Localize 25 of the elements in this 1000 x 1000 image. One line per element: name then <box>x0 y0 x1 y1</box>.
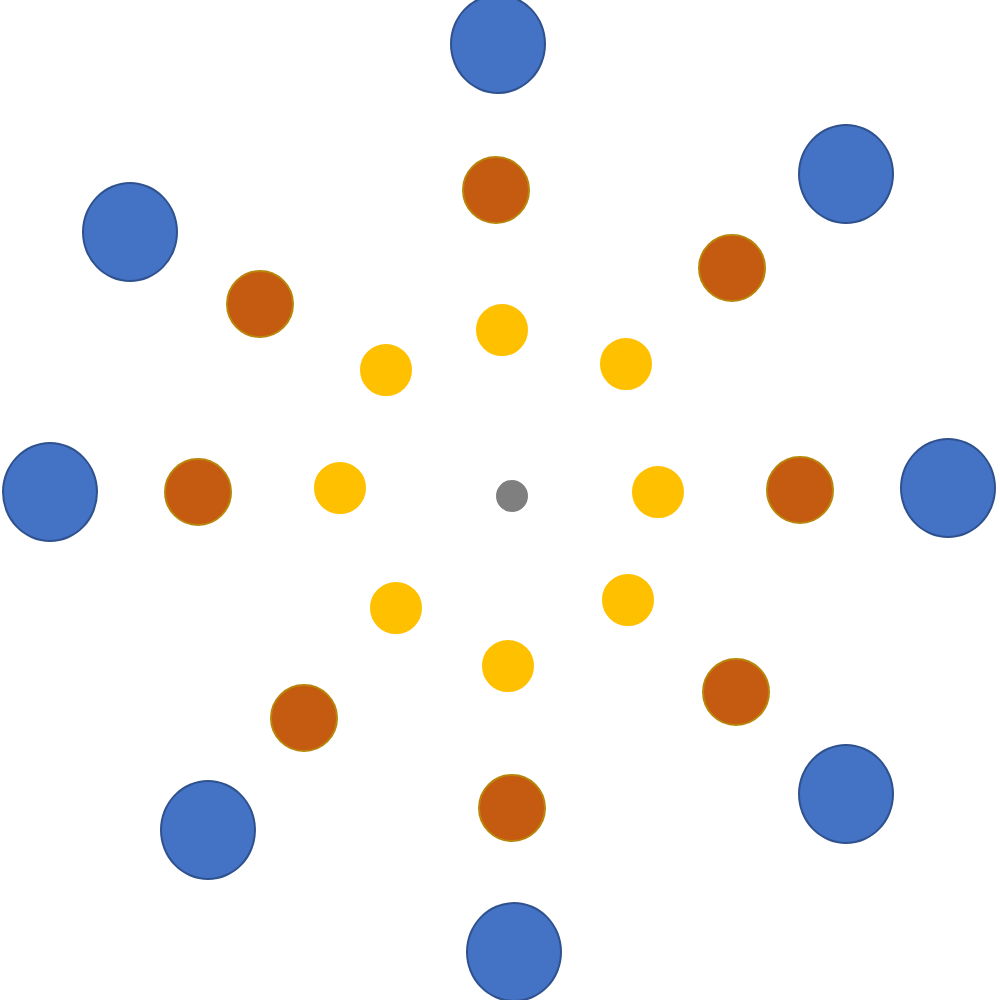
dot <box>496 480 528 512</box>
dot <box>698 234 766 302</box>
dot <box>482 640 534 692</box>
dot <box>766 456 834 524</box>
dot <box>466 902 562 1000</box>
dot <box>798 744 894 844</box>
dot <box>702 658 770 726</box>
dot <box>360 344 412 396</box>
dot <box>370 582 422 634</box>
dot <box>900 438 996 538</box>
dot <box>314 462 366 514</box>
dot <box>82 182 178 282</box>
dot <box>226 270 294 338</box>
dot <box>160 780 256 880</box>
dot <box>632 466 684 518</box>
dot <box>450 0 546 94</box>
dot <box>476 304 528 356</box>
dot <box>270 684 338 752</box>
dot <box>602 574 654 626</box>
dot <box>164 458 232 526</box>
dot <box>798 124 894 224</box>
dot <box>462 156 530 224</box>
dot <box>600 338 652 390</box>
dot <box>2 442 98 542</box>
dot <box>478 774 546 842</box>
